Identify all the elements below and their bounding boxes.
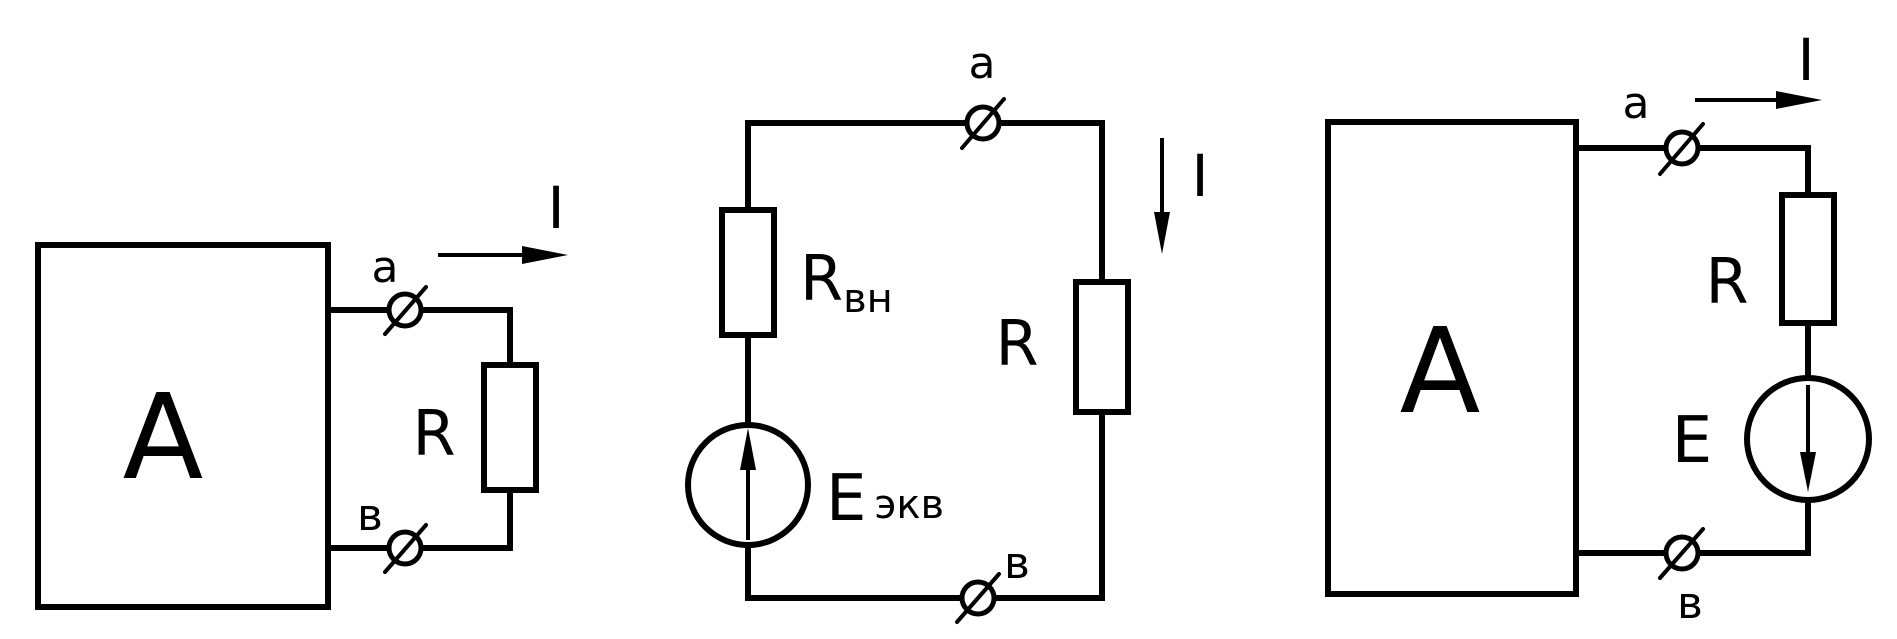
wire-bottom [1573, 497, 1811, 556]
terminal-b [955, 572, 1001, 624]
resistor-r [1779, 192, 1837, 326]
terminal-a [383, 285, 428, 336]
current-arrow [1695, 91, 1822, 109]
terminal-b-label: в [357, 490, 383, 541]
terminal-a [1658, 122, 1705, 176]
resistor-r [481, 362, 539, 493]
resistor-label: R [412, 397, 455, 470]
terminal-a-label: a [1623, 78, 1650, 129]
terminal-a-label: a [372, 242, 399, 293]
terminal-b [1658, 527, 1705, 580]
equivalent-source [685, 422, 811, 548]
wire-top [745, 120, 1105, 285]
load-resistor [1073, 279, 1131, 415]
terminal-b-label: в [1004, 538, 1030, 589]
current-label: I [1797, 26, 1814, 94]
network-block-a [35, 242, 331, 610]
current-label: I [1191, 142, 1208, 210]
network-label: A [123, 368, 204, 506]
compensating-source [1744, 375, 1872, 503]
current-arrow [438, 246, 568, 264]
current-label: I [547, 174, 564, 242]
current-arrow [1154, 138, 1170, 254]
terminal-b-label: в [1677, 578, 1703, 629]
wire-bottom [745, 409, 1105, 601]
diagram-network-with-compensating-emf: A R E a в I [1325, 26, 1872, 629]
terminal-a [960, 97, 1006, 150]
internal-resistor [719, 207, 777, 338]
resistor-label: R [1705, 245, 1748, 318]
network-label: A [1400, 302, 1481, 440]
terminal-a-label: a [969, 38, 996, 89]
wire-top [1573, 145, 1811, 198]
source-label: E [1672, 404, 1712, 478]
internal-resistor-label: Rвн [800, 242, 893, 322]
load-resistor-label: R [995, 307, 1038, 380]
network-block-a [1325, 119, 1579, 597]
terminal-b [383, 523, 428, 574]
diagram-network-with-load: A R a в I [35, 174, 568, 610]
